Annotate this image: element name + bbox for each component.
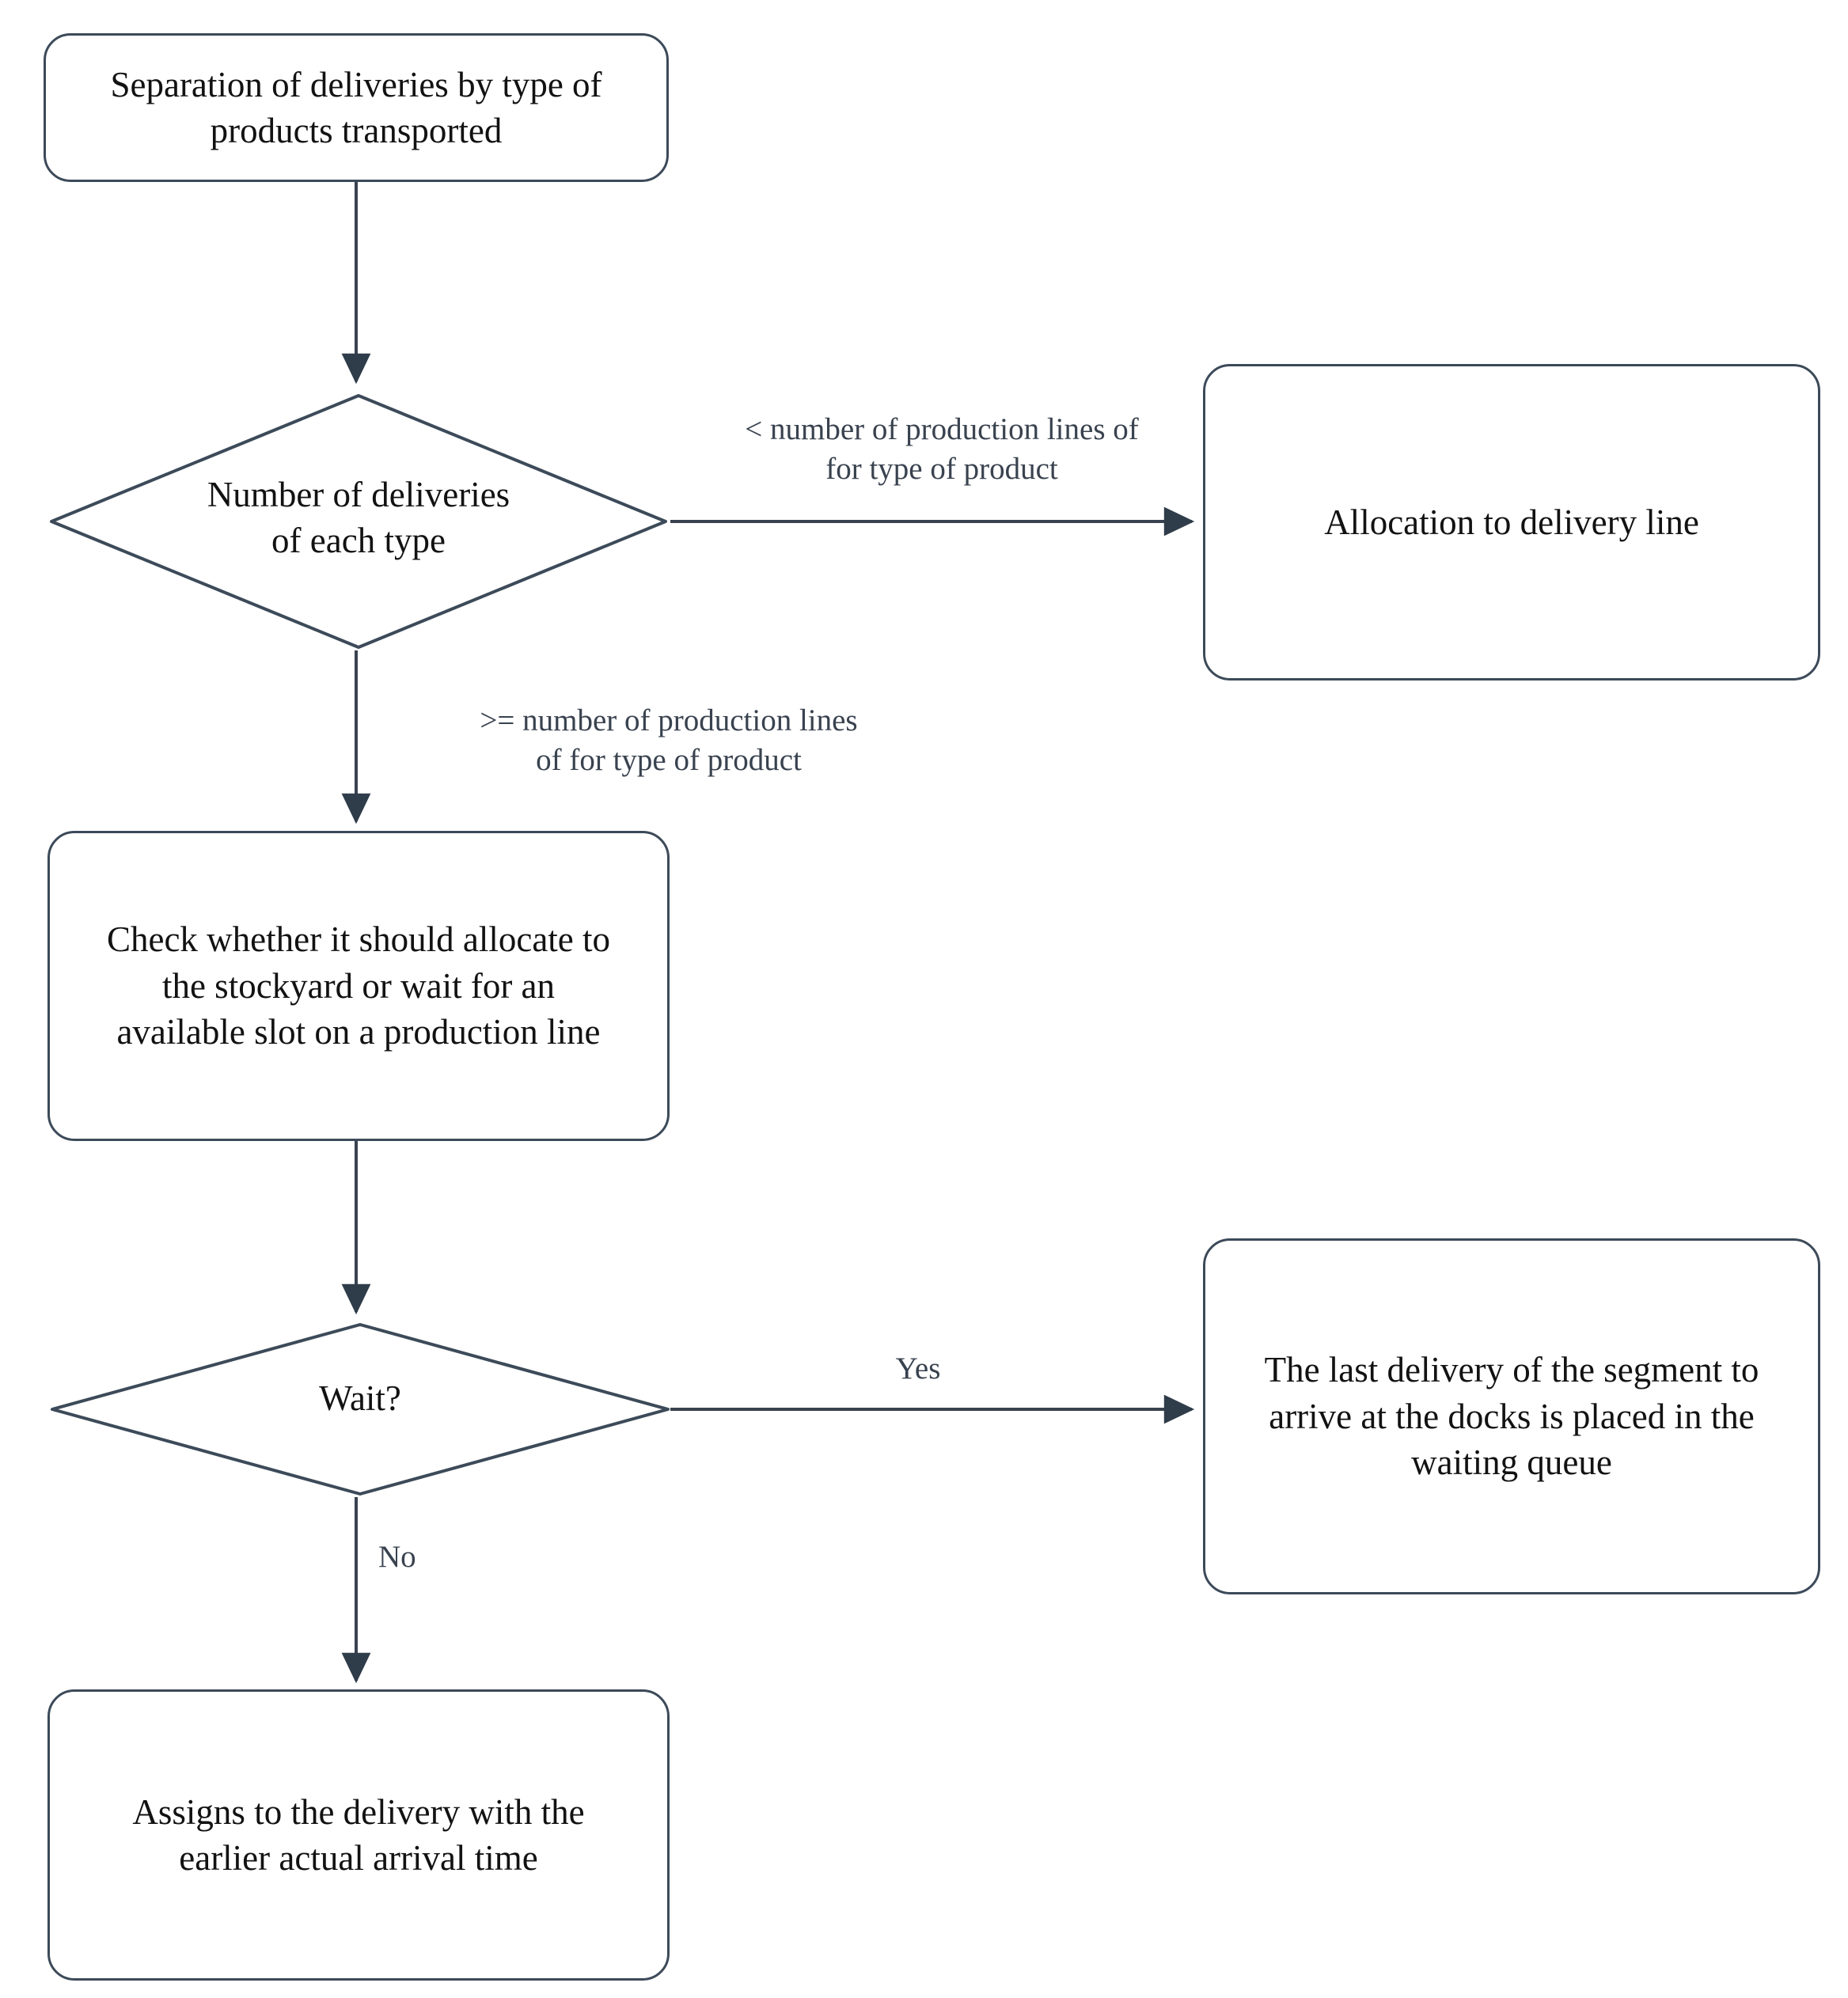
node-allocation-label: Allocation to delivery line bbox=[1324, 502, 1699, 542]
node-separation-label: Separation of deliveries by type of prod… bbox=[110, 64, 602, 151]
node-assign-earlier-arrival[interactable]: Assigns to the delivery with the earlier… bbox=[47, 1689, 670, 1981]
node-check-stockyard-or-wait[interactable]: Check whether it should allocate to the … bbox=[47, 831, 670, 1141]
edge-label-yes: Yes bbox=[895, 1352, 941, 1386]
node-waiting-queue-label: The last delivery of the segment to arri… bbox=[1264, 1350, 1759, 1483]
node-waiting-queue[interactable]: The last delivery of the segment to arri… bbox=[1203, 1238, 1820, 1594]
node-check-stockyard-label: Check whether it should allocate to the … bbox=[106, 919, 611, 1052]
node-number-of-deliveries-label: Number of deliveries of each type bbox=[207, 474, 510, 561]
edge-label-no: No bbox=[378, 1540, 416, 1574]
edge-label-less-than-production-lines: < number of production lines of for type… bbox=[745, 412, 1139, 486]
node-wait-decision[interactable]: Wait? bbox=[49, 1321, 671, 1497]
edge-label-gte-production-lines: >= number of production lines of for typ… bbox=[480, 703, 858, 777]
node-allocation-to-delivery-line[interactable]: Allocation to delivery line bbox=[1203, 364, 1820, 681]
node-assign-earlier-label: Assigns to the delivery with the earlier… bbox=[132, 1791, 585, 1879]
node-separation-of-deliveries[interactable]: Separation of deliveries by type of prod… bbox=[44, 33, 669, 182]
diamond-shape bbox=[51, 1323, 670, 1496]
diamond-shape bbox=[50, 394, 667, 649]
node-number-of-deliveries[interactable]: Number of deliveries of each type bbox=[47, 392, 670, 651]
node-wait-label: Wait? bbox=[319, 1378, 401, 1418]
